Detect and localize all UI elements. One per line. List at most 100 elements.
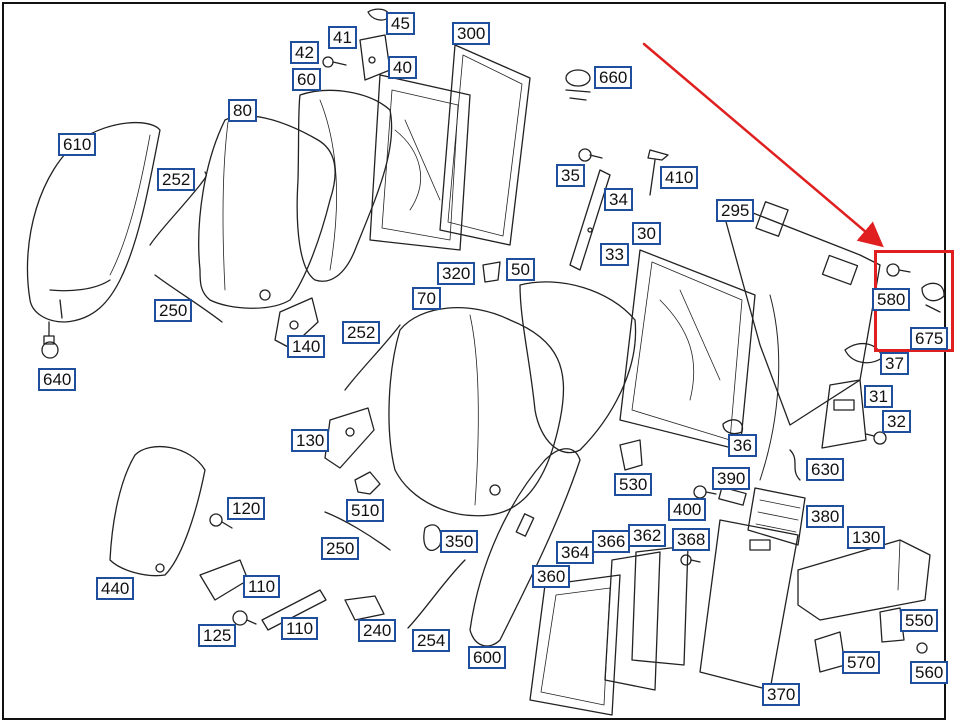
part-36-clip bbox=[722, 419, 744, 435]
callout-362[interactable]: 362 bbox=[628, 524, 667, 547]
callout-300[interactable]: 300 bbox=[452, 22, 491, 45]
part-362-console-cover bbox=[631, 545, 689, 666]
callout-80[interactable]: 80 bbox=[228, 99, 257, 122]
callout-250[interactable]: 250 bbox=[321, 537, 360, 560]
callout-240[interactable]: 240 bbox=[358, 619, 397, 642]
part-110-plate bbox=[261, 589, 327, 631]
callout-370[interactable]: 370 bbox=[762, 683, 801, 706]
part-380-vent bbox=[747, 487, 806, 546]
callout-60[interactable]: 60 bbox=[292, 68, 321, 91]
part-300-trim-frame bbox=[439, 44, 531, 246]
callout-410[interactable]: 410 bbox=[660, 166, 699, 189]
callout-530[interactable]: 530 bbox=[614, 473, 653, 496]
callout-41[interactable]: 41 bbox=[328, 26, 357, 49]
annotation-arrow bbox=[642, 42, 884, 248]
callout-550[interactable]: 550 bbox=[900, 609, 939, 632]
callout-660[interactable]: 660 bbox=[594, 66, 633, 89]
callout-320[interactable]: 320 bbox=[437, 262, 476, 285]
callout-600[interactable]: 600 bbox=[468, 646, 507, 669]
callout-40[interactable]: 40 bbox=[388, 56, 417, 79]
part-630-spring bbox=[789, 449, 801, 481]
callout-350[interactable]: 350 bbox=[440, 530, 479, 553]
callout-364[interactable]: 364 bbox=[556, 541, 595, 564]
callout-380[interactable]: 380 bbox=[806, 505, 845, 528]
part-675-bracket bbox=[921, 282, 945, 313]
callout-30[interactable]: 30 bbox=[632, 222, 661, 245]
part-368-screw bbox=[680, 554, 701, 566]
part-41-bracket bbox=[359, 34, 391, 81]
part-42-screw bbox=[322, 56, 347, 68]
part-70-cushion bbox=[388, 307, 565, 517]
callout-33[interactable]: 33 bbox=[600, 243, 629, 266]
part-60-backrest-padding bbox=[296, 89, 393, 282]
part-410-pin bbox=[647, 149, 669, 196]
callout-50[interactable]: 50 bbox=[506, 258, 535, 281]
callout-37[interactable]: 37 bbox=[880, 352, 909, 375]
callout-400[interactable]: 400 bbox=[668, 498, 707, 521]
part-130-cargo-box bbox=[797, 539, 931, 621]
callout-31[interactable]: 31 bbox=[864, 385, 893, 408]
part-530-clip bbox=[619, 439, 643, 471]
callout-254[interactable]: 254 bbox=[412, 629, 451, 652]
part-120-bolt bbox=[209, 513, 233, 529]
part-110-bracket bbox=[199, 559, 249, 601]
callout-295[interactable]: 295 bbox=[716, 199, 755, 222]
callout-125[interactable]: 125 bbox=[198, 624, 237, 647]
callout-140[interactable]: 140 bbox=[287, 335, 326, 358]
callout-440[interactable]: 440 bbox=[96, 577, 135, 600]
part-250-wire bbox=[154, 274, 223, 323]
part-360-console-frame bbox=[529, 574, 621, 716]
part-640-bolt bbox=[41, 321, 59, 359]
callout-252[interactable]: 252 bbox=[157, 168, 196, 191]
part-600-side-trim bbox=[469, 448, 581, 647]
part-350-latch bbox=[423, 524, 442, 551]
part-32-bolt bbox=[865, 431, 887, 445]
callout-130[interactable]: 130 bbox=[291, 429, 330, 452]
callout-630[interactable]: 630 bbox=[806, 458, 845, 481]
part-35-bolt bbox=[578, 148, 603, 162]
part-254-wire bbox=[407, 559, 466, 629]
part-610-backrest-cover bbox=[26, 121, 161, 323]
part-580-screw bbox=[886, 263, 911, 277]
callout-368[interactable]: 368 bbox=[672, 528, 711, 551]
part-550-bracket bbox=[879, 607, 905, 643]
part-320-clip bbox=[482, 261, 501, 283]
callout-45[interactable]: 45 bbox=[386, 12, 415, 35]
part-390-grille bbox=[718, 486, 747, 506]
callout-252[interactable]: 252 bbox=[342, 321, 381, 344]
callout-360[interactable]: 360 bbox=[532, 565, 571, 588]
part-560-screw bbox=[916, 642, 928, 654]
callout-110[interactable]: 110 bbox=[243, 575, 281, 598]
callout-675[interactable]: 675 bbox=[910, 327, 949, 350]
callout-510[interactable]: 510 bbox=[346, 499, 385, 522]
callout-120[interactable]: 120 bbox=[227, 497, 266, 520]
callout-130[interactable]: 130 bbox=[847, 526, 886, 549]
part-250-wire-lower bbox=[324, 511, 391, 551]
callout-34[interactable]: 34 bbox=[604, 188, 633, 211]
callout-640[interactable]: 640 bbox=[38, 368, 77, 391]
callout-610[interactable]: 610 bbox=[58, 133, 97, 156]
callout-570[interactable]: 570 bbox=[842, 651, 881, 674]
callout-35[interactable]: 35 bbox=[556, 164, 585, 187]
callout-42[interactable]: 42 bbox=[290, 41, 319, 64]
callout-32[interactable]: 32 bbox=[882, 410, 911, 433]
part-40-backrest-frame bbox=[369, 74, 471, 251]
callout-580[interactable]: 580 bbox=[872, 288, 911, 311]
callout-70[interactable]: 70 bbox=[412, 287, 441, 310]
part-252-wire-lower bbox=[344, 324, 401, 391]
callout-560[interactable]: 560 bbox=[910, 661, 949, 684]
callout-110[interactable]: 110 bbox=[281, 617, 319, 640]
callout-390[interactable]: 390 bbox=[712, 467, 751, 490]
callout-36[interactable]: 36 bbox=[728, 434, 757, 457]
part-295-rear-panel bbox=[719, 199, 881, 426]
part-125-bolt bbox=[232, 610, 257, 626]
callout-366[interactable]: 366 bbox=[592, 530, 631, 553]
part-370-door bbox=[699, 519, 799, 691]
diagram-frame bbox=[2, 2, 946, 720]
part-50-cushion-padding bbox=[519, 281, 637, 454]
part-34-bar bbox=[569, 169, 611, 271]
part-510-nut bbox=[354, 471, 381, 495]
part-570-bracket bbox=[814, 631, 846, 673]
callout-250[interactable]: 250 bbox=[154, 299, 193, 322]
